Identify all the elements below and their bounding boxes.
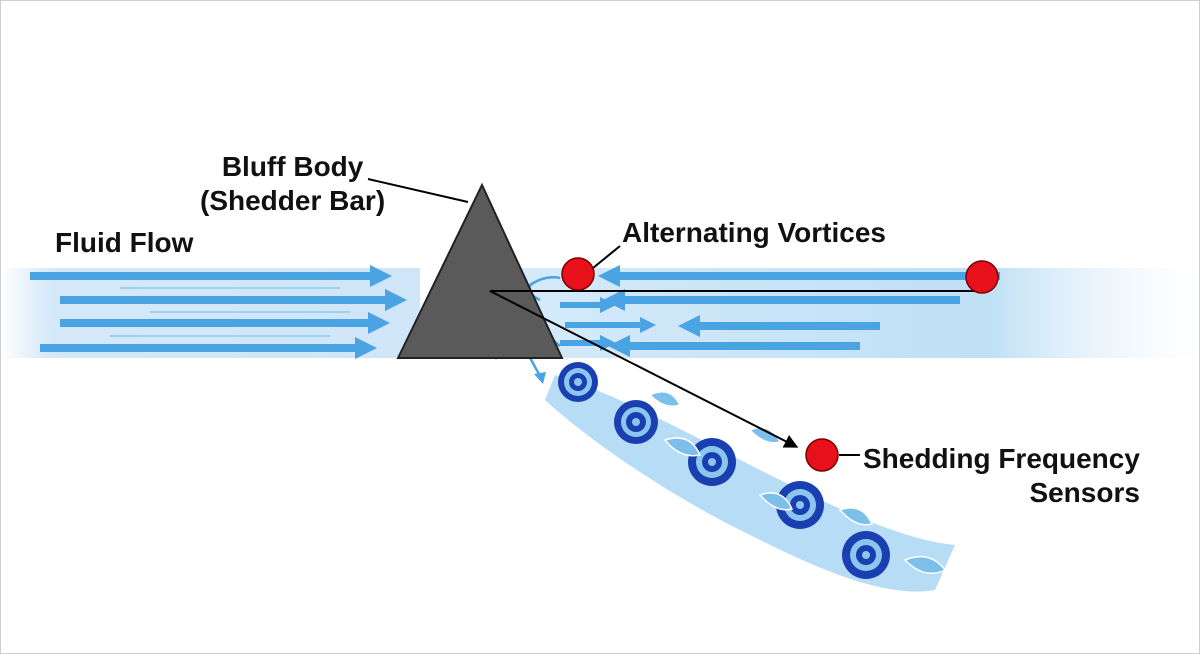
flow-arrow <box>60 312 390 334</box>
flow-arrow <box>608 335 860 357</box>
vortex-spiral <box>558 362 598 402</box>
alternating-vortices-leader-line <box>592 245 621 269</box>
vortex-spirals <box>558 362 890 579</box>
sensor-dot-downstream <box>965 260 999 294</box>
sensor-dot-vortex <box>561 257 595 291</box>
vortex-spiral <box>688 438 736 486</box>
flow-arrow <box>30 265 392 287</box>
flow-arrow <box>60 289 407 311</box>
bluff-body-label-line1: Bluff Body <box>221 151 364 182</box>
flow-streaks <box>110 287 350 337</box>
sensors-label-line1: Shedding Frequency <box>863 443 1140 474</box>
flow-arrow <box>603 289 960 311</box>
shedding-arrow <box>489 290 799 448</box>
flow-arrow <box>598 265 1000 287</box>
downstream-flow-arrows <box>560 265 1000 357</box>
bluff-body <box>396 182 564 359</box>
bluff-body-label: Bluff Body (Shedder Bar) <box>200 150 385 218</box>
flow-arrow <box>560 297 616 313</box>
flow-arrow <box>40 337 377 359</box>
fluid-flow-label: Fluid Flow <box>55 227 194 258</box>
bluff-body-leader-line <box>367 178 469 203</box>
sensor-dot-shedding <box>805 438 839 472</box>
vortex-spiral <box>842 531 890 579</box>
alternating-vortices-label: Alternating Vortices <box>622 217 886 248</box>
vortex-waves <box>648 390 947 575</box>
upstream-flow-arrows <box>30 265 407 359</box>
vortex-spiral <box>776 481 824 529</box>
flow-arrow <box>565 317 656 333</box>
bluff-body-label-line2: (Shedder Bar) <box>200 185 386 216</box>
vortex-spiral <box>614 400 658 444</box>
sensors-label-line2: Sensors <box>1029 477 1140 508</box>
flow-arrow <box>678 315 880 337</box>
vortex-street <box>545 362 955 592</box>
sensors-label: Shedding Frequency Sensors <box>863 442 1140 510</box>
